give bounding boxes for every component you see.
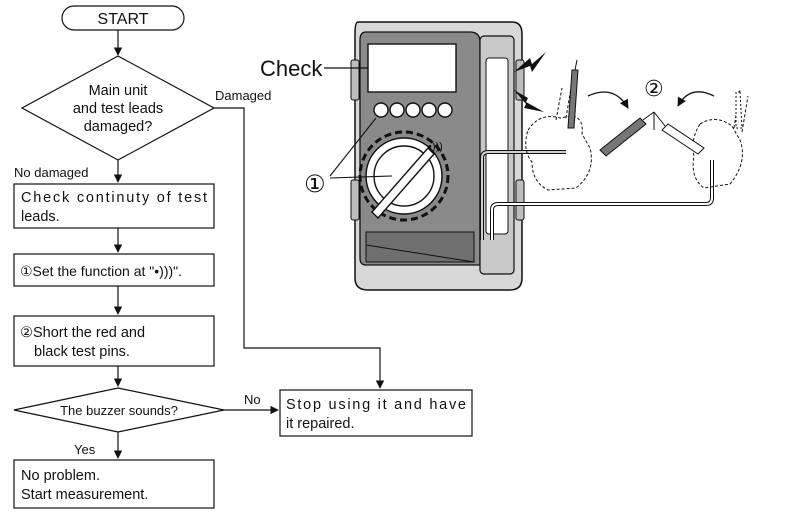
decision-buzzer-label: The buzzer sounds?	[60, 403, 178, 418]
step-set-function-label: ①Set the function at "•)))".	[20, 263, 182, 279]
multimeter-annotations: Check ① •)))	[260, 56, 443, 198]
hand-icon	[525, 115, 592, 191]
hand-icon	[692, 119, 743, 189]
multimeter-lcd	[367, 43, 457, 93]
start-terminal	[61, 5, 185, 31]
curved-arrow-icon	[587, 91, 715, 109]
test-probe-icon	[567, 69, 579, 129]
step-short-pins-line-1: ②Short the red and	[20, 325, 145, 341]
decision-damaged-line-1: Main unit	[89, 83, 148, 99]
multimeter	[350, 21, 525, 291]
damaged-route-line	[214, 107, 385, 389]
lightning-icon	[514, 52, 546, 112]
step-short-pins-line-2: black test pins.	[34, 344, 130, 360]
step-check-continuity-line-1: Check continuty of test	[21, 190, 207, 206]
test-leads	[480, 150, 714, 240]
marker-1: ①	[304, 171, 326, 198]
end-stop-using-line-2: it repaired.	[286, 416, 355, 432]
step-short-pins	[13, 315, 215, 367]
end-no-problem	[13, 459, 215, 509]
label-no-damaged: No damaged	[14, 165, 88, 180]
start-label: START	[98, 11, 149, 28]
step-check-continuity-line-2: leads.	[21, 209, 60, 225]
end-no-problem-line-1: No problem.	[21, 468, 100, 484]
step-check-continuity	[13, 183, 215, 229]
end-stop-using	[279, 389, 473, 437]
label-no: No	[244, 392, 261, 407]
rotary-dial-pointer	[371, 146, 435, 220]
step-set-function	[13, 253, 215, 287]
label-yes: Yes	[74, 442, 96, 457]
test-probe-icon	[735, 91, 743, 129]
hands-illustration	[525, 59, 749, 191]
rotary-dial-range	[358, 130, 450, 222]
test-probe-icon	[661, 123, 705, 155]
marker-2: ②	[644, 76, 664, 101]
end-no-problem-line-2: Start measurement.	[21, 487, 148, 503]
check-label: Check	[260, 56, 323, 81]
test-probe-icon	[599, 117, 647, 157]
continuity-symbol: •)))	[428, 141, 443, 153]
decision-damaged-line-2: and test leads	[73, 101, 163, 117]
label-damaged: Damaged	[215, 88, 271, 103]
multimeter-buttons	[373, 102, 453, 118]
decision-damaged-line-3: damaged?	[84, 119, 153, 135]
flowchart	[13, 5, 473, 509]
